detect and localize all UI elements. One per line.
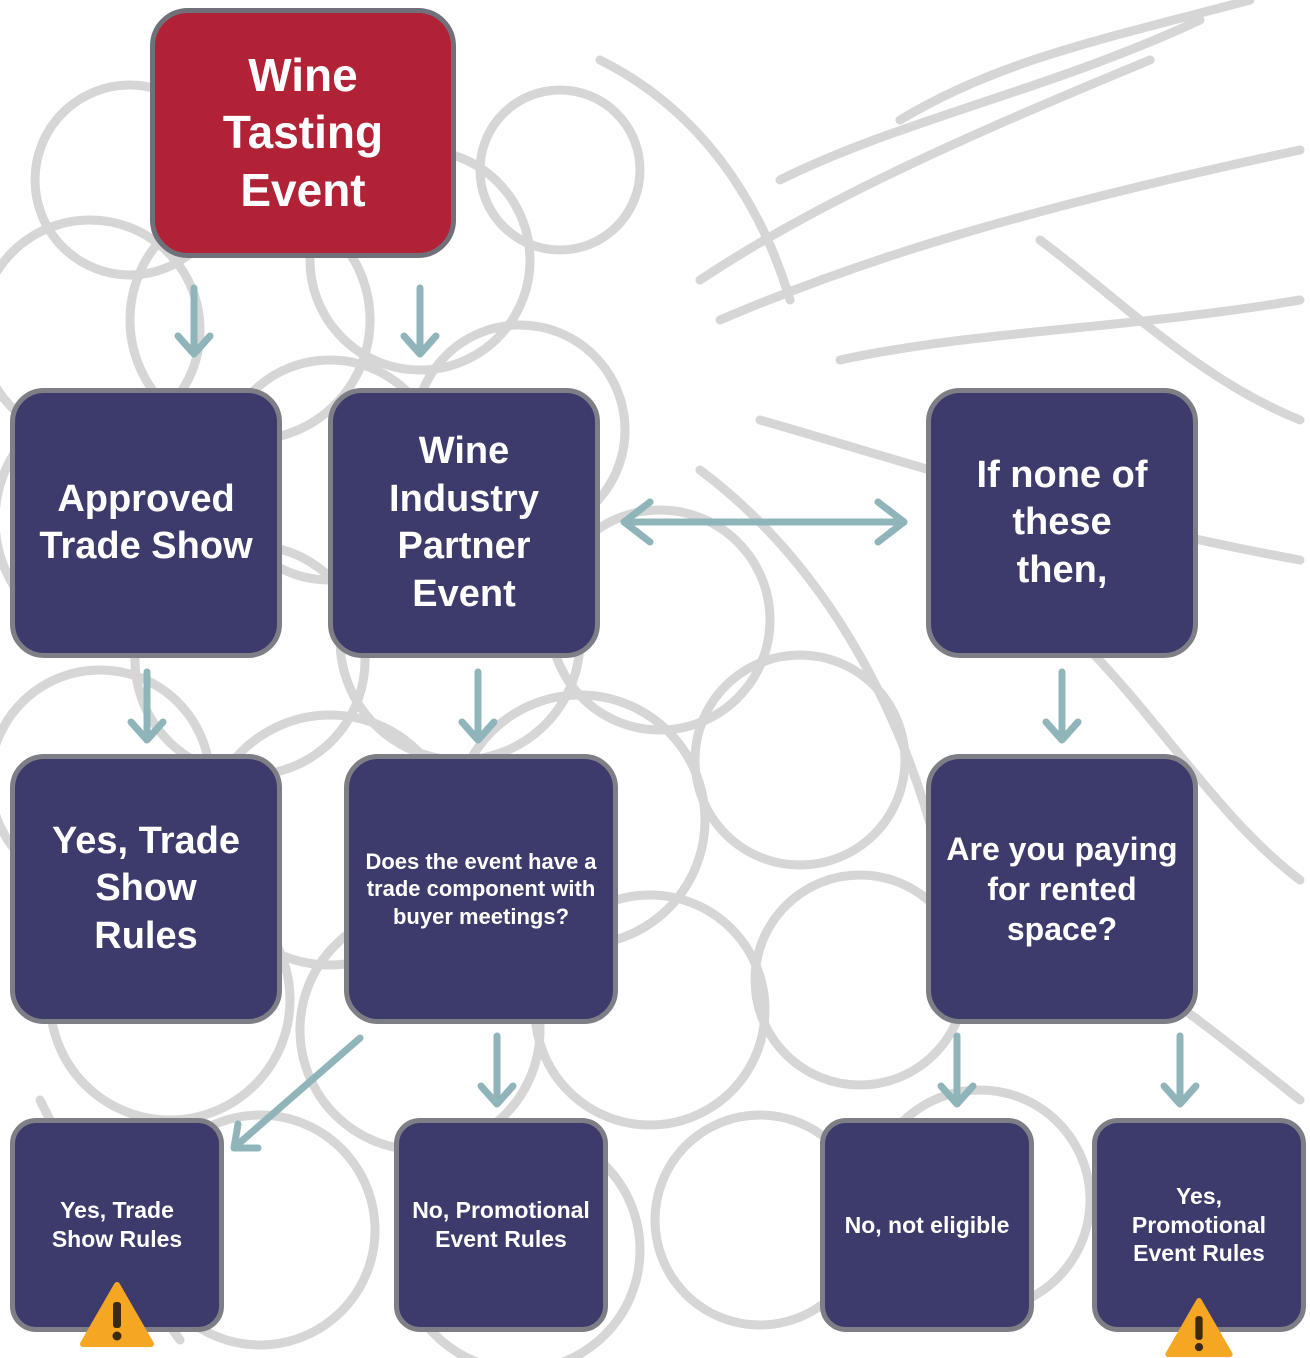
start-node-label: Wine Tasting Event <box>222 48 384 216</box>
arrow-rented-to-yes-promotional <box>1160 1032 1200 1108</box>
arrow-trade-show-to-rules <box>127 668 167 744</box>
arrow-partner-if-none-bidirectional <box>620 498 908 546</box>
arrow-partner-to-question <box>458 668 498 744</box>
yes-trade-show-rules-label: Yes, Trade Show Rules <box>51 819 240 957</box>
start-node: Wine Tasting Event <box>150 8 456 258</box>
if-none-node: If none of these then, <box>926 388 1198 658</box>
arrow-start-to-trade-show <box>174 284 214 358</box>
wine-industry-partner-label: Wine Industry Partner Event <box>389 430 539 615</box>
yes-trade-show-rules-2-label: Yes, Trade Show Rules <box>51 1197 183 1252</box>
no-not-eligible-node: No, not eligible <box>820 1118 1034 1332</box>
approved-trade-show-label: Approved Trade Show <box>39 477 253 568</box>
arrow-start-to-partner-event <box>400 284 440 358</box>
trade-component-question-node: Does the event have a trade component wi… <box>344 754 618 1024</box>
yes-promotional-label: Yes, Promotional Event Rules <box>1131 1182 1267 1267</box>
warning-icon <box>1165 1298 1233 1358</box>
no-promotional-label: No, Promotional Event Rules <box>412 1197 590 1252</box>
arrow-question-to-yes-trade-show <box>230 1034 364 1152</box>
no-promotional-node: No, Promotional Event Rules <box>394 1118 608 1332</box>
arrow-if-none-to-rented-space <box>1042 668 1082 744</box>
yes-trade-show-rules-node: Yes, Trade Show Rules <box>10 754 282 1024</box>
arrow-rented-to-not-eligible <box>937 1032 977 1108</box>
warning-icon <box>80 1282 154 1347</box>
wine-industry-partner-node: Wine Industry Partner Event <box>328 388 600 658</box>
rented-space-question-label: Are you paying for rented space? <box>946 831 1178 947</box>
approved-trade-show-node: Approved Trade Show <box>10 388 282 658</box>
rented-space-question-node: Are you paying for rented space? <box>926 754 1198 1024</box>
yes-promotional-node: Yes, Promotional Event Rules <box>1092 1118 1306 1332</box>
trade-component-question-label: Does the event have a trade component wi… <box>365 848 597 929</box>
if-none-label: If none of these then, <box>976 453 1148 591</box>
no-not-eligible-label: No, not eligible <box>844 1211 1010 1238</box>
arrow-question-to-no-promotional <box>477 1032 517 1108</box>
